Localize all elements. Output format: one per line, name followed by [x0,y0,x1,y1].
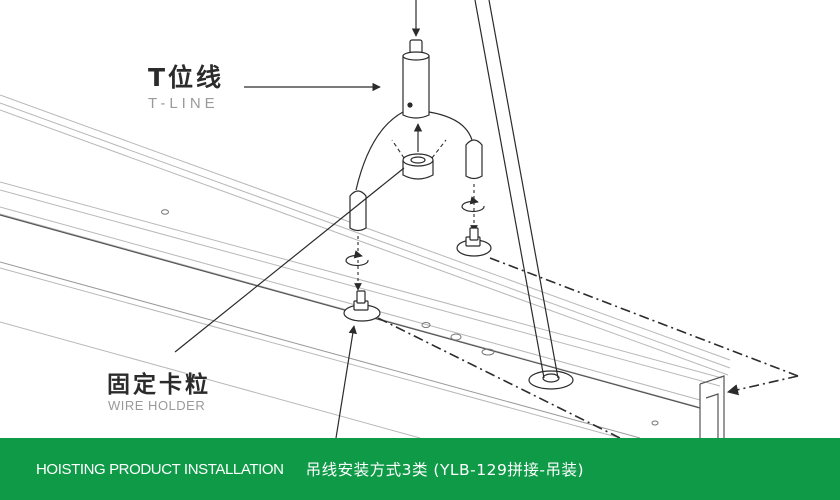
suspension-cables [355,111,473,191]
dashed-guides-bottom [354,184,478,291]
profile-holes [161,209,659,426]
dashed-guides-top [391,139,447,159]
footer-banner: HOISTING PRODUCT INSTALLATION 吊线安装方式3类 (… [0,438,840,500]
t-line-hanger [402,0,430,119]
wire-collar [402,153,434,180]
ferrule-right [465,139,483,180]
wire-holder-left [343,290,381,322]
wire-holder-right [456,227,492,257]
placement-guides [377,257,799,438]
diagram-artwork [0,0,799,438]
footer-title-cn: 吊线安装方式3类 (YLB-129拼接-吊装) [305,461,585,479]
footer-title-en: HOISTING PRODUCT INSTALLATION [36,460,284,478]
t-line-label-cn: T位线 [148,63,225,92]
t-line-label-en: T-LINE [148,95,219,112]
wire-holder-label-cn: 固定卡粒 [107,372,211,398]
wire-holder-label-en: WIRE HOLDER [108,398,206,413]
support-rod [474,0,574,390]
leader-lines [174,82,405,438]
ferrule-left [349,190,367,232]
profile-end-cap [699,375,725,438]
rotation-arrows [345,196,485,267]
